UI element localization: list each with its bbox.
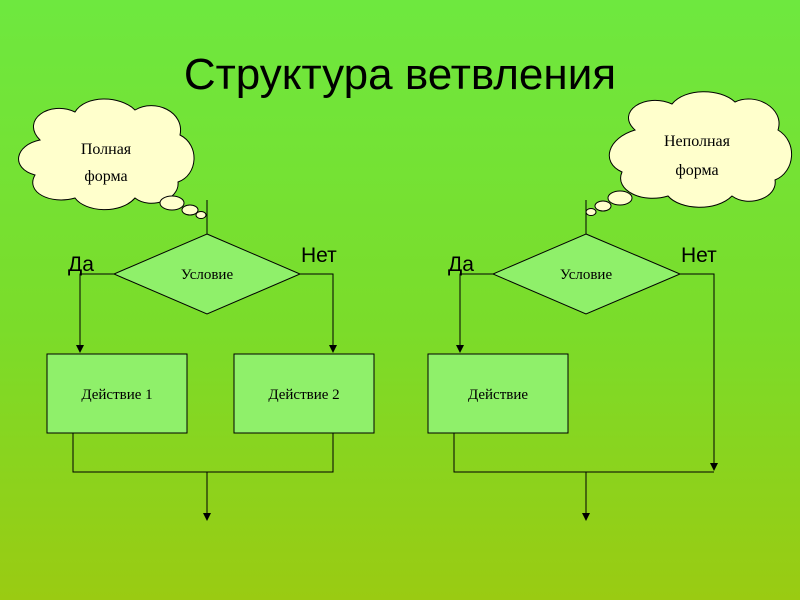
full-form-label-line1: Полная xyxy=(81,141,132,158)
partial-form-cloud-bubble-2 xyxy=(594,200,612,212)
partial-form-yes-label: Да xyxy=(448,253,474,276)
full-form-condition-label: Условие xyxy=(181,267,234,283)
full-form-yes-label: Да xyxy=(68,253,94,276)
partial-form-callout: Неполная форма xyxy=(585,91,793,216)
full-form-cloud xyxy=(18,98,195,211)
partial-form-label-line1: Неполная xyxy=(664,133,731,150)
full-form-action1-label: Действие 1 xyxy=(81,387,152,403)
full-form-condition-diamond xyxy=(112,233,302,315)
partial-form-cloud-bubble-1 xyxy=(607,190,633,206)
full-form-cloud-bubble-3 xyxy=(195,211,207,219)
full-form-action1-box xyxy=(46,353,188,434)
full-form-no-arrow xyxy=(300,273,337,353)
partial-form-label-line2: форма xyxy=(675,162,718,179)
full-form-yes-arrow xyxy=(76,273,114,353)
partial-form-action-box xyxy=(427,353,569,434)
full-form-merge-line xyxy=(72,433,334,473)
partial-form-no-arrow xyxy=(680,273,718,471)
full-form-action2-label: Действие 2 xyxy=(268,387,339,403)
partial-form-yes-arrow xyxy=(456,273,493,353)
partial-form-condition-label: Условие xyxy=(560,267,613,283)
partial-form-no-label: Нет xyxy=(681,244,717,267)
partial-form-cloud-bubble-3 xyxy=(585,208,597,216)
page-title: Структура ветвления xyxy=(183,50,617,99)
full-form-callout: Полная форма xyxy=(18,98,207,219)
partial-form-action-label: Действие xyxy=(468,387,528,403)
partial-form-condition-diamond xyxy=(491,233,682,315)
full-form-action2-box xyxy=(233,353,375,434)
full-form-cloud-bubble-2 xyxy=(181,204,199,216)
full-form-cloud-bubble-1 xyxy=(159,195,185,211)
full-form-label-line2: форма xyxy=(84,168,127,185)
partial-form-cloud xyxy=(608,91,793,208)
full-form-no-label: Нет xyxy=(301,244,337,267)
partial-form-merge-line xyxy=(453,433,714,473)
